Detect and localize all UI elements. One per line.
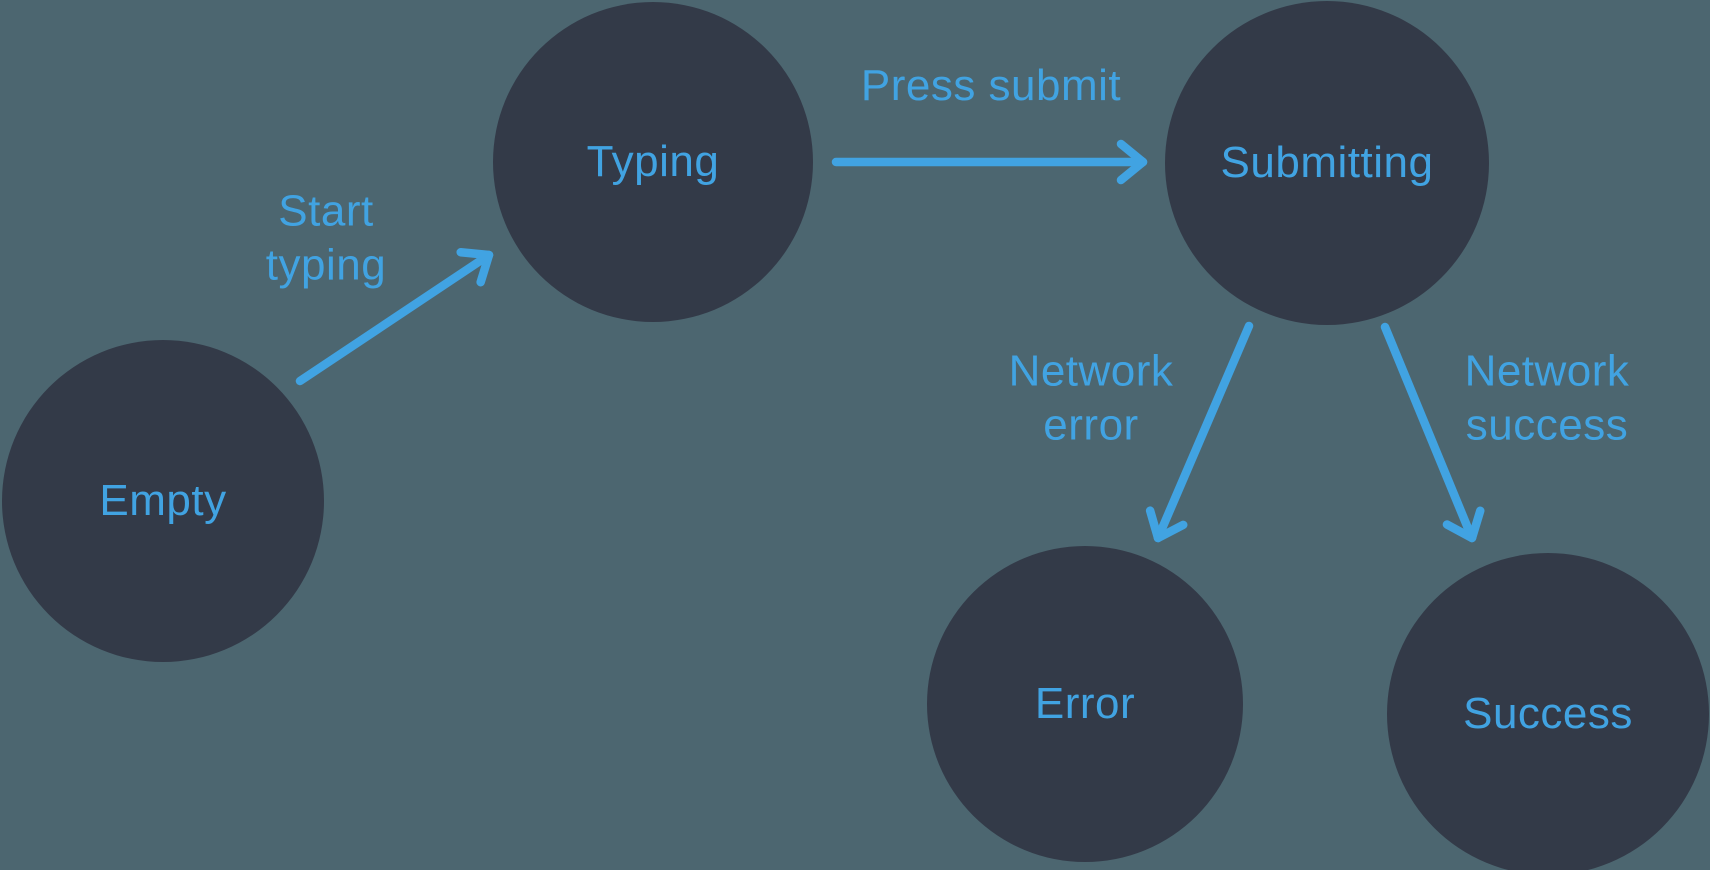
state-label-submitting: Submitting bbox=[1220, 138, 1434, 187]
state-label-typing: Typing bbox=[586, 137, 720, 186]
state-node-submitting: Submitting bbox=[1165, 1, 1489, 325]
transition-label-network-error: Network error bbox=[1008, 346, 1174, 449]
state-node-success: Success bbox=[1387, 553, 1709, 870]
state-label-empty: Empty bbox=[99, 476, 227, 525]
state-node-typing: Typing bbox=[493, 2, 813, 322]
state-label-error: Error bbox=[1034, 679, 1136, 728]
state-node-error: Error bbox=[927, 546, 1243, 862]
state-node-empty: Empty bbox=[2, 340, 324, 662]
state-label-success: Success bbox=[1463, 689, 1633, 738]
transition-label-press-submit: Press submit bbox=[860, 61, 1122, 111]
transition-label-start-typing: Start typing bbox=[265, 186, 387, 289]
transition-label-network-success: Network success bbox=[1464, 346, 1630, 449]
